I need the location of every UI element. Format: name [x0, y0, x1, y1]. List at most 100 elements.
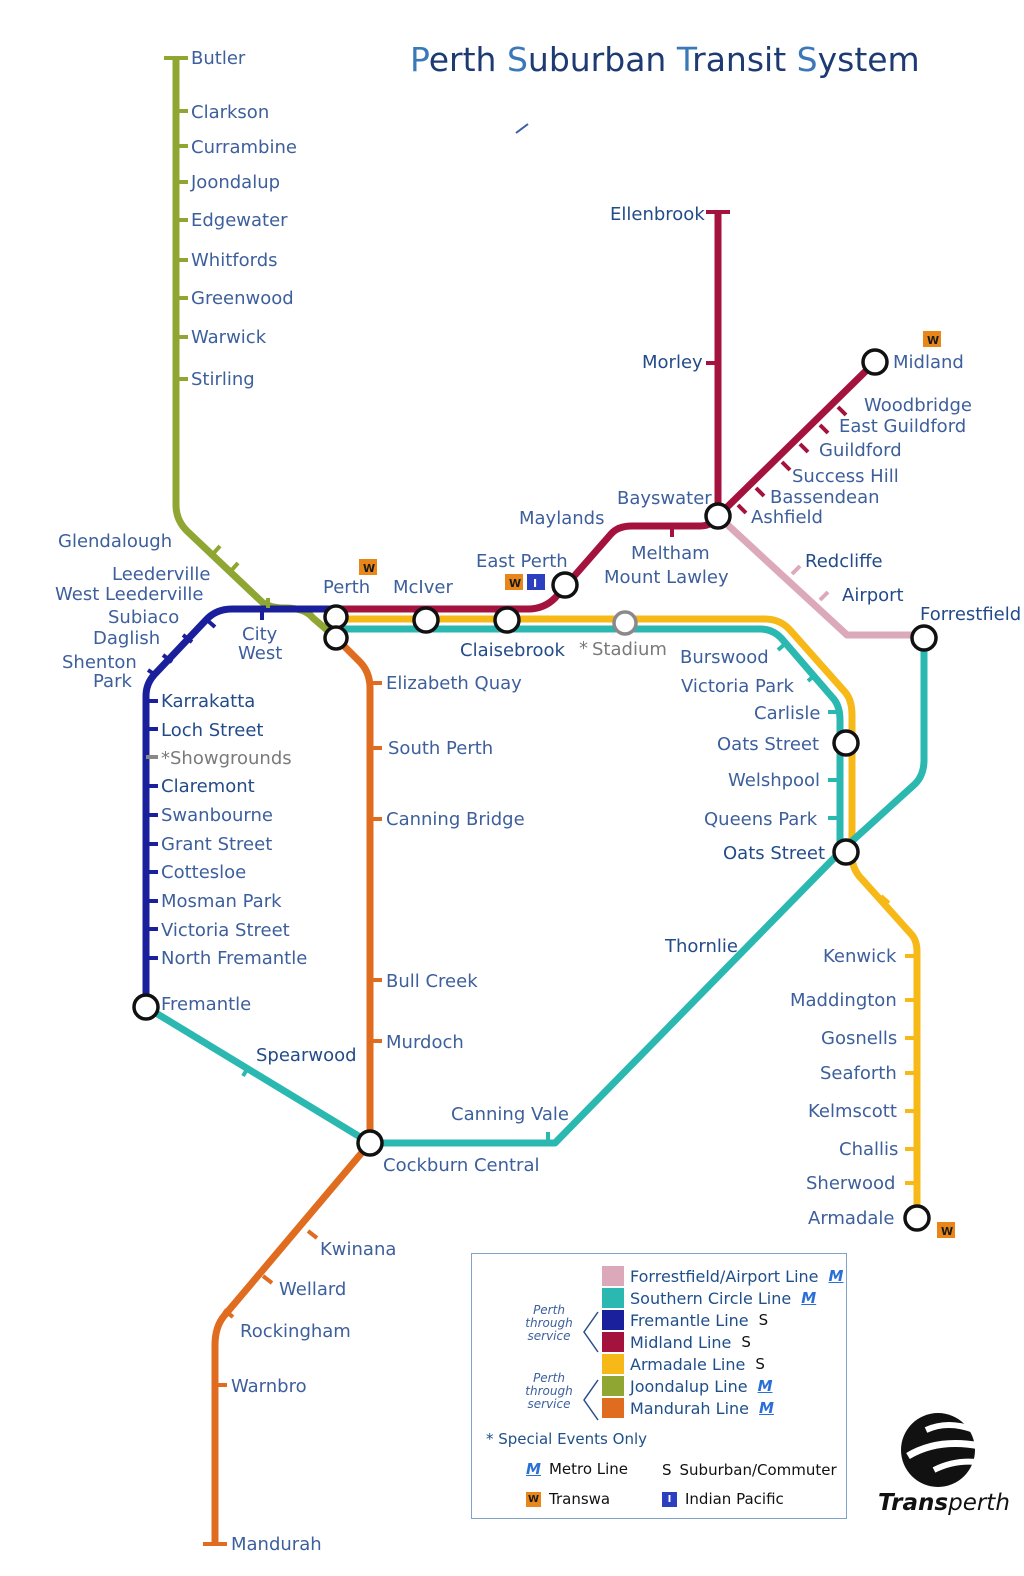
- station-morley: Morley: [642, 352, 703, 373]
- station-woodbridge: Woodbridge: [864, 395, 972, 416]
- station-karrakatta: Karrakatta: [161, 691, 255, 712]
- station-warwick: Warwick: [191, 327, 267, 348]
- svg-text:I: I: [533, 577, 537, 590]
- station-clarkson: Clarkson: [191, 102, 269, 123]
- station-warnbro: Warnbro: [231, 1376, 307, 1397]
- station-south-perth: South Perth: [388, 738, 493, 759]
- mandurah-line: [211, 633, 374, 1544]
- station-west: West: [238, 643, 282, 664]
- station-victoria-park: Victoria Park: [681, 676, 795, 697]
- station-cottesloe: Cottesloe: [161, 862, 246, 883]
- armadale-interchange: [903, 1204, 931, 1232]
- station-oats-street-2: Oats Street: [723, 843, 825, 864]
- station-gosnells: Gosnells: [821, 1028, 897, 1049]
- station-carlisle: Carlisle: [754, 703, 820, 724]
- legend-row-midland: Midland Line S: [602, 1332, 751, 1352]
- station-mciver: McIver: [393, 577, 453, 598]
- station-thornlie: Thornlie: [664, 936, 738, 957]
- station-west-leederville: West Leederville: [55, 584, 203, 605]
- station-ellenbrook: Ellenbrook: [610, 204, 705, 225]
- station-spearwood: Spearwood: [256, 1045, 357, 1066]
- station-bull-creek: Bull Creek: [386, 971, 478, 992]
- mandurah-swatch: [602, 1398, 624, 1418]
- station-north-fremantle: North Fremantle: [161, 948, 307, 969]
- forrestfield-link: [837, 638, 928, 855]
- station-whitfords: Whitfords: [191, 250, 278, 271]
- east-perth-interchange: [551, 571, 579, 599]
- station-success-hill: Success Hill: [792, 466, 899, 487]
- svg-text:W: W: [363, 562, 375, 575]
- airport-line: [715, 513, 924, 639]
- station-claisebrook: Claisebrook: [460, 640, 566, 661]
- through-service-note-2: Perth through service: [525, 1371, 573, 1411]
- legend-row-armadale: Armadale Line S: [602, 1354, 765, 1374]
- station-mandurah: Mandurah: [231, 1534, 322, 1555]
- station-sherwood: Sherwood: [806, 1173, 895, 1194]
- svg-text:W: W: [509, 577, 521, 590]
- forrestfield-interchange: [910, 624, 938, 652]
- bayswater-interchange: [704, 502, 732, 530]
- station-perth: Perth: [323, 577, 370, 598]
- perth-interchange-bottom: [323, 625, 349, 651]
- station-east-guildford: East Guildford: [839, 416, 966, 437]
- station-grant-street: Grant Street: [161, 834, 272, 855]
- armadale-line: [334, 615, 921, 1218]
- station-fremantle: Fremantle: [161, 994, 251, 1015]
- station-kwinana: Kwinana: [320, 1239, 396, 1260]
- map-title: Perth Suburban Transit System: [410, 40, 920, 79]
- station-seaforth: Seaforth: [820, 1063, 897, 1084]
- station-mount-lawley: Mount Lawley: [604, 567, 729, 588]
- key-suburban: S Suburban/Commuter: [662, 1461, 837, 1479]
- perth-interchange-top: [323, 604, 349, 630]
- station-currambine: Currambine: [191, 137, 297, 158]
- station-forrestfield: Forrestfield: [920, 604, 1021, 625]
- midland-swatch: [602, 1332, 624, 1352]
- station-greenwood: Greenwood: [191, 288, 294, 309]
- armadale-transwa-badge: W: [937, 1222, 955, 1238]
- station-redcliffe: Redcliffe: [805, 551, 883, 572]
- cockburn-central-interchange: [356, 1129, 384, 1157]
- key-transwa: W Transwa: [526, 1490, 611, 1508]
- station-canning-vale: Canning Vale: [451, 1104, 569, 1125]
- station-meltham: Meltham: [631, 543, 710, 564]
- station-glendalough: Glendalough: [58, 531, 172, 552]
- station-victoria-street: Victoria Street: [161, 920, 290, 941]
- station-canning-bridge: Canning Bridge: [386, 809, 525, 830]
- station-swanbourne: Swanbourne: [161, 805, 273, 826]
- station-shenton: Shenton: [62, 652, 137, 673]
- oats-street-2-interchange: [832, 838, 860, 866]
- mciver-interchange: [412, 606, 440, 634]
- joondalup-swatch: [602, 1376, 624, 1396]
- southern-circle-swatch: [602, 1288, 624, 1308]
- station-kelmscott: Kelmscott: [808, 1101, 897, 1122]
- station-edgewater: Edgewater: [191, 210, 288, 231]
- station-kenwick: Kenwick: [823, 946, 897, 967]
- station-burswood: Burswood: [680, 647, 769, 668]
- legend-row-mandurah: Mandurah Line M: [602, 1398, 774, 1418]
- key-metro: M Metro Line: [526, 1460, 629, 1478]
- fremantle-interchange: [132, 993, 160, 1021]
- station-subiaco: Subiaco: [108, 607, 179, 628]
- station-cockburn-central: Cockburn Central: [383, 1155, 540, 1176]
- airport-swatch: [602, 1266, 624, 1286]
- svg-text:W: W: [941, 1225, 953, 1238]
- station-stadium: Stadium: [592, 639, 667, 660]
- station-butler: Butler: [191, 48, 246, 69]
- perth-transwa-badge: W: [359, 559, 377, 575]
- through-brackets: [583, 1311, 599, 1421]
- legend-row-airport: Forrestfield/Airport Line M: [602, 1266, 843, 1286]
- station-challis: Challis: [839, 1139, 898, 1160]
- station-leederville: Leederville: [112, 564, 211, 585]
- station-maddington: Maddington: [790, 990, 897, 1011]
- station-midland: Midland: [893, 352, 964, 373]
- station-city: City: [242, 624, 278, 645]
- fremantle-swatch: [602, 1310, 624, 1330]
- station-showgrounds: *Showgrounds: [161, 748, 292, 769]
- station-murdoch: Murdoch: [386, 1032, 464, 1053]
- transperth-wordmark: Transperth: [878, 1490, 1010, 1516]
- stadium-star: *: [579, 638, 588, 659]
- midland-interchange: [861, 348, 889, 376]
- station-armadale: Armadale: [808, 1208, 895, 1229]
- special-events-note: * Special Events Only: [486, 1430, 647, 1448]
